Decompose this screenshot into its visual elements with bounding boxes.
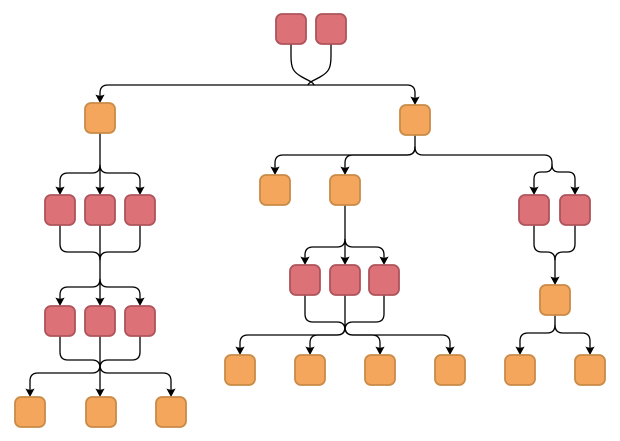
node-left-branch-head[interactable] <box>84 102 116 134</box>
arrowhead-icon-6 <box>95 297 105 306</box>
node-left-leaf-orange-1[interactable] <box>14 396 46 428</box>
connector-edge-23 <box>304 238 346 258</box>
node-left-rowB-red-2[interactable] <box>84 305 116 337</box>
node-mid-row-red-3[interactable] <box>368 264 400 296</box>
arrowhead-icon-14 <box>570 186 580 195</box>
arrowhead-icon-12 <box>340 166 350 175</box>
arrowhead-icon-18 <box>235 346 245 355</box>
connector-edge-0 <box>290 43 315 86</box>
connector-edge-2 <box>99 84 416 98</box>
arrowhead-icon-16 <box>340 256 350 265</box>
connector-edge-18 <box>344 146 416 168</box>
arrowhead-icon-15 <box>300 256 310 265</box>
node-right-leaf-orange-1[interactable] <box>504 354 536 386</box>
node-mid-leaf-row-2[interactable] <box>294 354 326 386</box>
connector-edge-25 <box>304 294 346 331</box>
arrowhead-icon-24 <box>585 346 595 355</box>
node-mid-leaf-row-4[interactable] <box>434 354 466 386</box>
node-mid-row-red-2[interactable] <box>329 264 361 296</box>
arrowhead-icon-3 <box>95 186 105 195</box>
arrowhead-icon-10 <box>166 388 176 397</box>
arrowhead-icon-20 <box>375 346 385 355</box>
arrowhead-icon-4 <box>135 186 145 195</box>
connector-edge-9 <box>59 278 101 299</box>
connector-edge-28 <box>239 326 346 348</box>
connector-edge-26 <box>344 294 385 331</box>
arrowhead-icon-13 <box>529 186 539 195</box>
arrowhead-icon-19 <box>305 346 315 355</box>
arrowhead-icon-1 <box>410 96 420 105</box>
arrowhead-icon-2 <box>55 186 65 195</box>
node-left-rowB-red-3[interactable] <box>124 305 156 337</box>
connector-edge-1 <box>307 43 332 86</box>
connector-edge-37 <box>554 324 591 348</box>
connector-edge-4 <box>59 164 101 188</box>
connector-edge-33 <box>554 224 576 261</box>
connector-edge-6 <box>59 224 101 261</box>
node-root-red-2[interactable] <box>315 13 347 45</box>
node-right-leaf-orange-2[interactable] <box>574 354 606 386</box>
connector-edge-5 <box>99 164 141 188</box>
node-root-red-1[interactable] <box>275 13 307 45</box>
arrowhead-icon-21 <box>445 346 455 355</box>
arrowhead-icon-0 <box>95 94 105 103</box>
connector-edge-7 <box>99 224 141 261</box>
node-left-rowA-red-2[interactable] <box>84 194 116 226</box>
connector-edge-10 <box>99 278 141 299</box>
connector-edge-29 <box>309 326 346 348</box>
connector-edge-19 <box>414 146 553 166</box>
connector-edge-32 <box>533 224 556 261</box>
node-left-rowB-red-1[interactable] <box>44 305 76 337</box>
arrowhead-icon-23 <box>515 346 525 355</box>
node-left-leaf-orange-2[interactable] <box>85 396 117 428</box>
node-right-pair-red-1[interactable] <box>518 194 550 226</box>
node-left-rowA-red-3[interactable] <box>124 194 156 226</box>
arrowhead-icon-11 <box>270 166 280 175</box>
connector-edge-36 <box>519 324 556 348</box>
arrowhead-icon-17 <box>379 256 389 265</box>
node-mid-leaf-row-1[interactable] <box>224 354 256 386</box>
node-mid-leaf-orange[interactable] <box>259 174 291 206</box>
arrowhead-icon-22 <box>550 276 560 285</box>
connector-edge-31 <box>344 326 451 348</box>
arrowhead-icon-9 <box>95 388 105 397</box>
node-mid-branch-head[interactable] <box>329 174 361 206</box>
connector-edge-30 <box>344 326 381 348</box>
connector-edge-21 <box>551 164 576 188</box>
connector-edge-11 <box>59 335 101 369</box>
connector-edge-15 <box>99 364 172 390</box>
connector-edge-12 <box>99 335 141 369</box>
connector-edge-24 <box>344 238 385 258</box>
arrowhead-icon-8 <box>25 388 35 397</box>
node-mid-leaf-row-3[interactable] <box>364 354 396 386</box>
node-left-leaf-orange-3[interactable] <box>155 396 187 428</box>
connector-edge-14 <box>29 364 101 390</box>
arrowhead-icon-7 <box>135 297 145 306</box>
node-right-branch-head[interactable] <box>399 104 431 136</box>
node-right-mid-orange[interactable] <box>539 284 571 316</box>
node-left-rowA-red-1[interactable] <box>44 194 76 226</box>
node-right-pair-red-2[interactable] <box>559 194 591 226</box>
arrowhead-icon-5 <box>55 297 65 306</box>
node-mid-row-red-1[interactable] <box>289 264 321 296</box>
connector-edge-20 <box>533 164 553 188</box>
